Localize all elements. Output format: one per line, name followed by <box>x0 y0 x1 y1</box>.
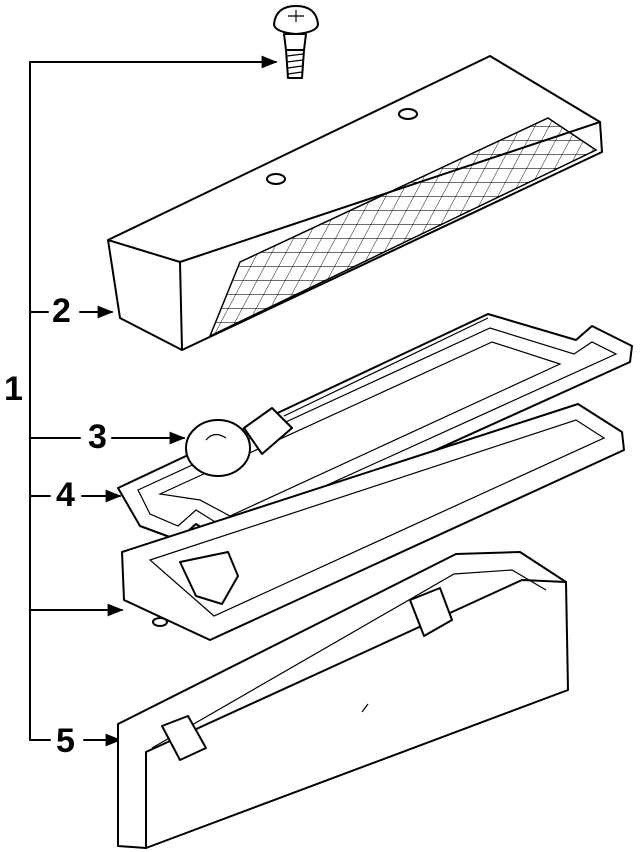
callout-3: 3 <box>88 418 107 456</box>
reflector-plate-part <box>121 403 625 641</box>
leader-bracket <box>29 55 278 747</box>
screw-part <box>273 5 319 79</box>
lamp-housing-part <box>117 551 569 849</box>
lens-cover-part <box>107 55 603 351</box>
gasket-part <box>117 313 633 545</box>
callout-1: 1 <box>4 370 23 408</box>
bulb-part <box>185 317 489 477</box>
callout-4: 4 <box>56 476 75 514</box>
callout-2: 2 <box>52 292 71 330</box>
callout-5: 5 <box>56 722 75 760</box>
